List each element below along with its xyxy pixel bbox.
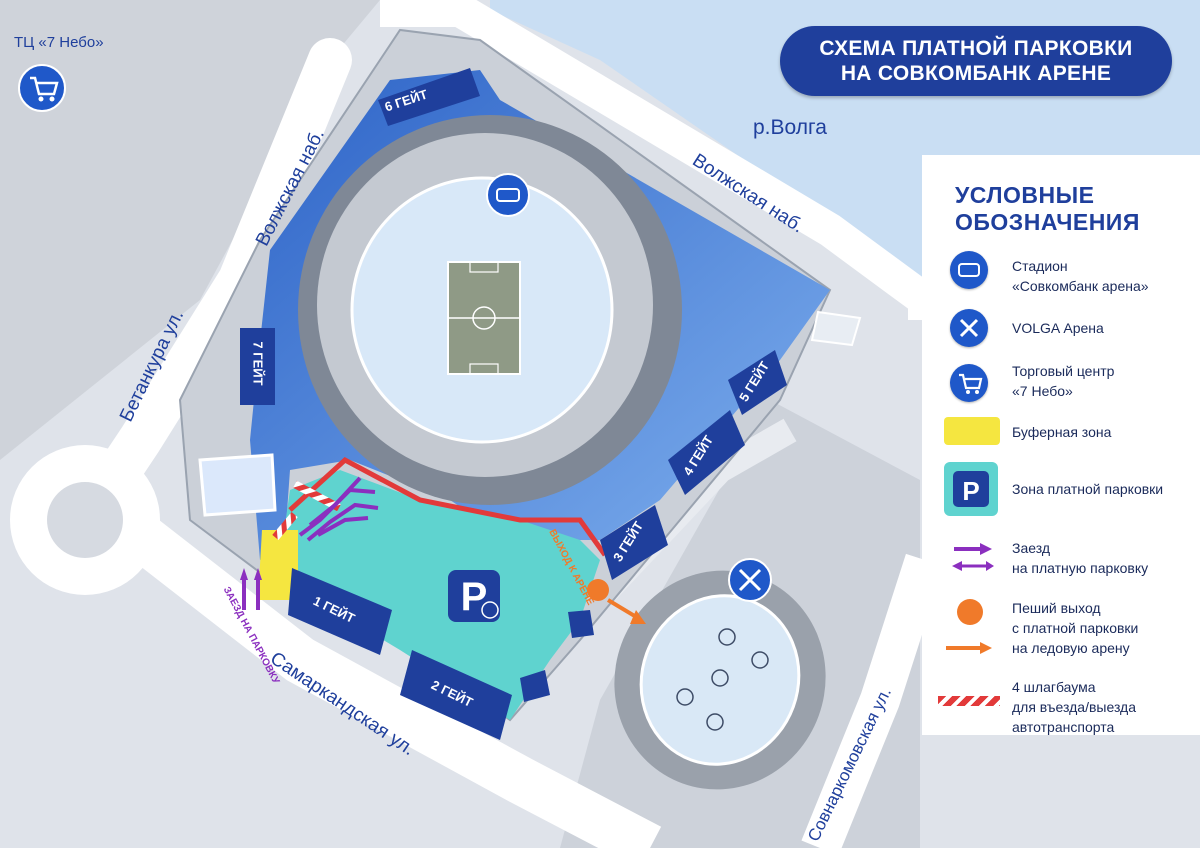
legend-barrier-line3: автотранспорта [1012,719,1115,735]
gate-blocks [240,68,787,740]
legend-parking-line1: Зона платной парковки [1012,481,1164,497]
field-box-bottom [469,363,499,375]
stadium-icon [486,173,530,217]
svg-text:P: P [962,476,979,506]
hockey-icon-glyph [738,568,762,592]
legend-buffer-line1: Буферная зона [1012,424,1112,440]
legend-item-barrier: 4 шлагбаума для въезда/выезда автотрансп… [1012,677,1136,737]
legend-title-line1: УСЛОВНЫЕ [955,182,1095,208]
legend-volga-line1: VOLGA Арена [1012,320,1104,336]
legend-mall-line2: «7 Небо» [1012,383,1073,399]
legend-stadium-line1: Стадион [1012,258,1068,274]
legend-title-line2: ОБОЗНАЧЕНИЯ [955,209,1140,235]
parking-zone [280,470,600,720]
legend-mall-line1: Торговый центр [1012,363,1115,379]
barrier-icon [938,696,1000,706]
mall-label: ТЦ «7 Небо» [14,34,104,51]
gate-7-label: 7 ГЕЙТ [250,341,266,386]
road-sovnarkomovskaya [801,553,945,848]
parking-icon: P [944,462,998,516]
parking-ruble-badge [481,601,499,619]
entry-arrows-icon [950,541,994,575]
building-right [810,310,862,347]
cart-glyph [30,76,59,96]
legend-item-volga: VOLGA Арена [1012,318,1104,338]
field-center-circle [472,306,496,330]
legend-entry-line1: Заезд [1012,540,1051,556]
shopping-cart-icon [18,64,66,112]
legend-stadium-line2: «Совкомбанк арена» [1012,278,1149,294]
legend-entry-line2: на платную парковку [1012,560,1149,576]
river-label: р.Волга [753,116,827,139]
building-left [198,453,277,517]
entry-arrowheads [240,568,262,580]
legend-panel: УСЛОВНЫЕ ОБОЗНАЧЕНИЯ Стадион «Совкомбанк… [922,155,1200,735]
buffer-zone [258,530,298,600]
road-samarkandskaya [105,501,662,848]
buffer-zone-swatch [944,417,1000,445]
legend-item-mall: Торговый центр «7 Небо» [1012,361,1114,401]
stadium-icon [950,251,988,289]
legend-item-entry: Заезд на платную парковку [1012,538,1148,578]
shopping-cart-icon [950,364,988,402]
parking-boundary [288,456,608,557]
legend-item-stadium: Стадион «Совкомбанк арена» [1012,256,1149,296]
exit-arrow-icon [944,641,994,654]
legend-barrier-line1: 4 шлагбаума [1012,679,1096,695]
barrier-top [293,480,341,512]
ice-faceoff-circles [676,628,769,731]
legend-exit-line1: Пеший выход [1012,600,1101,616]
cart-wheel-1 [38,96,44,102]
map-title-line2: НА СОВКОМБАНК АРЕНЕ [840,62,1112,85]
legend-item-parking: Зона платной парковки [1012,479,1163,499]
pedestrian-exit-icon [957,599,983,625]
legend-title: УСЛОВНЫЕ ОБОЗНАЧЕНИЯ [955,182,1140,236]
stadium-icon-glyph [496,188,520,202]
legend-exit-line3: на ледовую арену [1012,640,1130,656]
barrier-bottom [272,511,298,541]
roundabout-center [47,482,123,558]
legend-item-buffer: Буферная зона [1012,422,1111,442]
legend-exit-line2: с платной парковки [1012,620,1139,636]
entry-arrows-icon [242,476,379,610]
exit-arrow [606,598,640,620]
legend-barrier-line2: для въезда/выезда [1012,699,1137,715]
legend-item-exit: Пеший выход с платной парковки на ледову… [1012,598,1138,658]
field-box-top [469,261,499,273]
hockey-icon [950,309,988,347]
exit-arrowhead [630,610,646,624]
map-title-line1: СХЕМА ПЛАТНОЙ ПАРКОВКИ [819,37,1133,60]
pedestrian-exit-icon [587,579,609,601]
cart-wheel-2 [49,96,55,102]
map-title: СХЕМА ПЛАТНОЙ ПАРКОВКИ НА СОВКОМБАНК АРЕ… [780,26,1172,96]
